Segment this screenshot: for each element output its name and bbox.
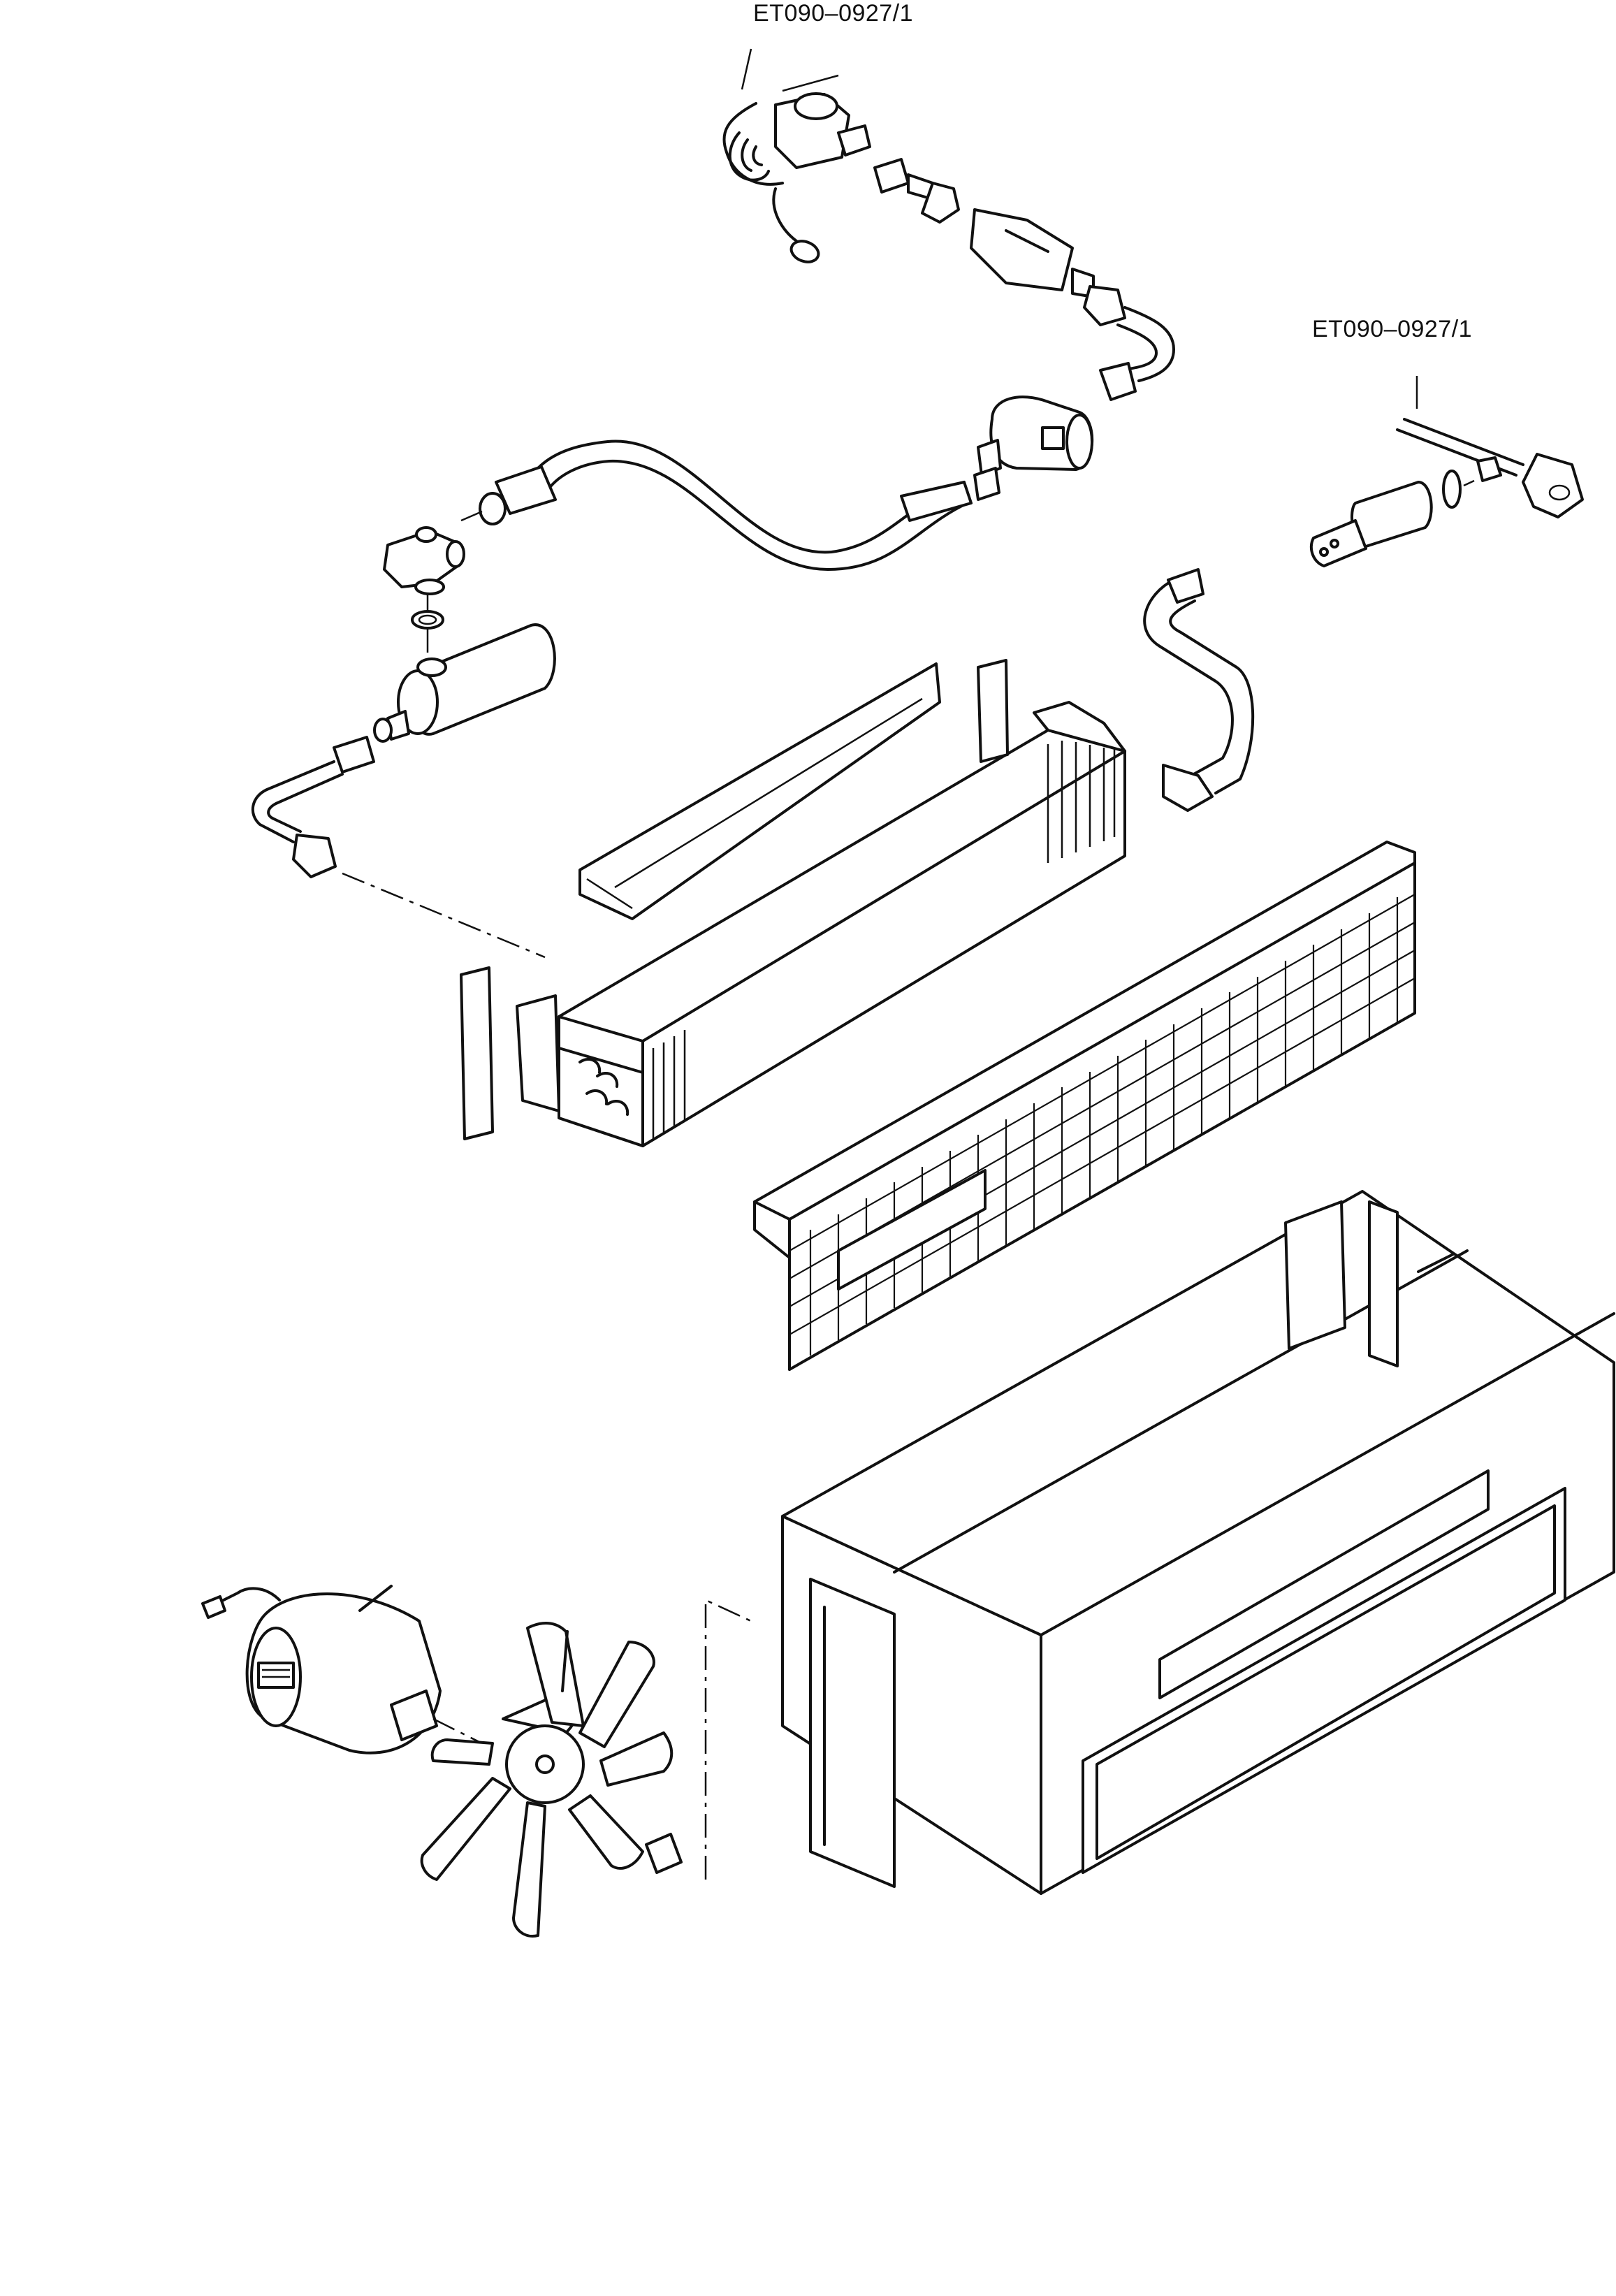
pressure-switch [1309,418,1584,567]
blower-motor [201,1585,490,1754]
liquid-line-pipe [251,736,546,959]
evaporator-coil [460,659,1126,1147]
grille-panel [753,841,1416,1371]
blower-fan [420,1599,752,1938]
reference-label-top: ET090–0927/1 [753,0,914,27]
refrigerant-hose [460,439,1000,990]
filter-drier [977,395,1094,477]
tee-fitting [383,526,465,653]
suction-pipe [1143,568,1255,812]
reference-label-right: ET090–0927/1 [1312,316,1473,342]
valve-fitting-chain [873,158,1175,401]
insulation-strip [578,662,941,920]
receiver-drier [373,623,556,743]
label-leader-lines [741,48,1418,409]
housing-box [781,1190,1615,1895]
expansion-valve [722,92,871,263]
coil-fin-lines [652,741,1116,1139]
